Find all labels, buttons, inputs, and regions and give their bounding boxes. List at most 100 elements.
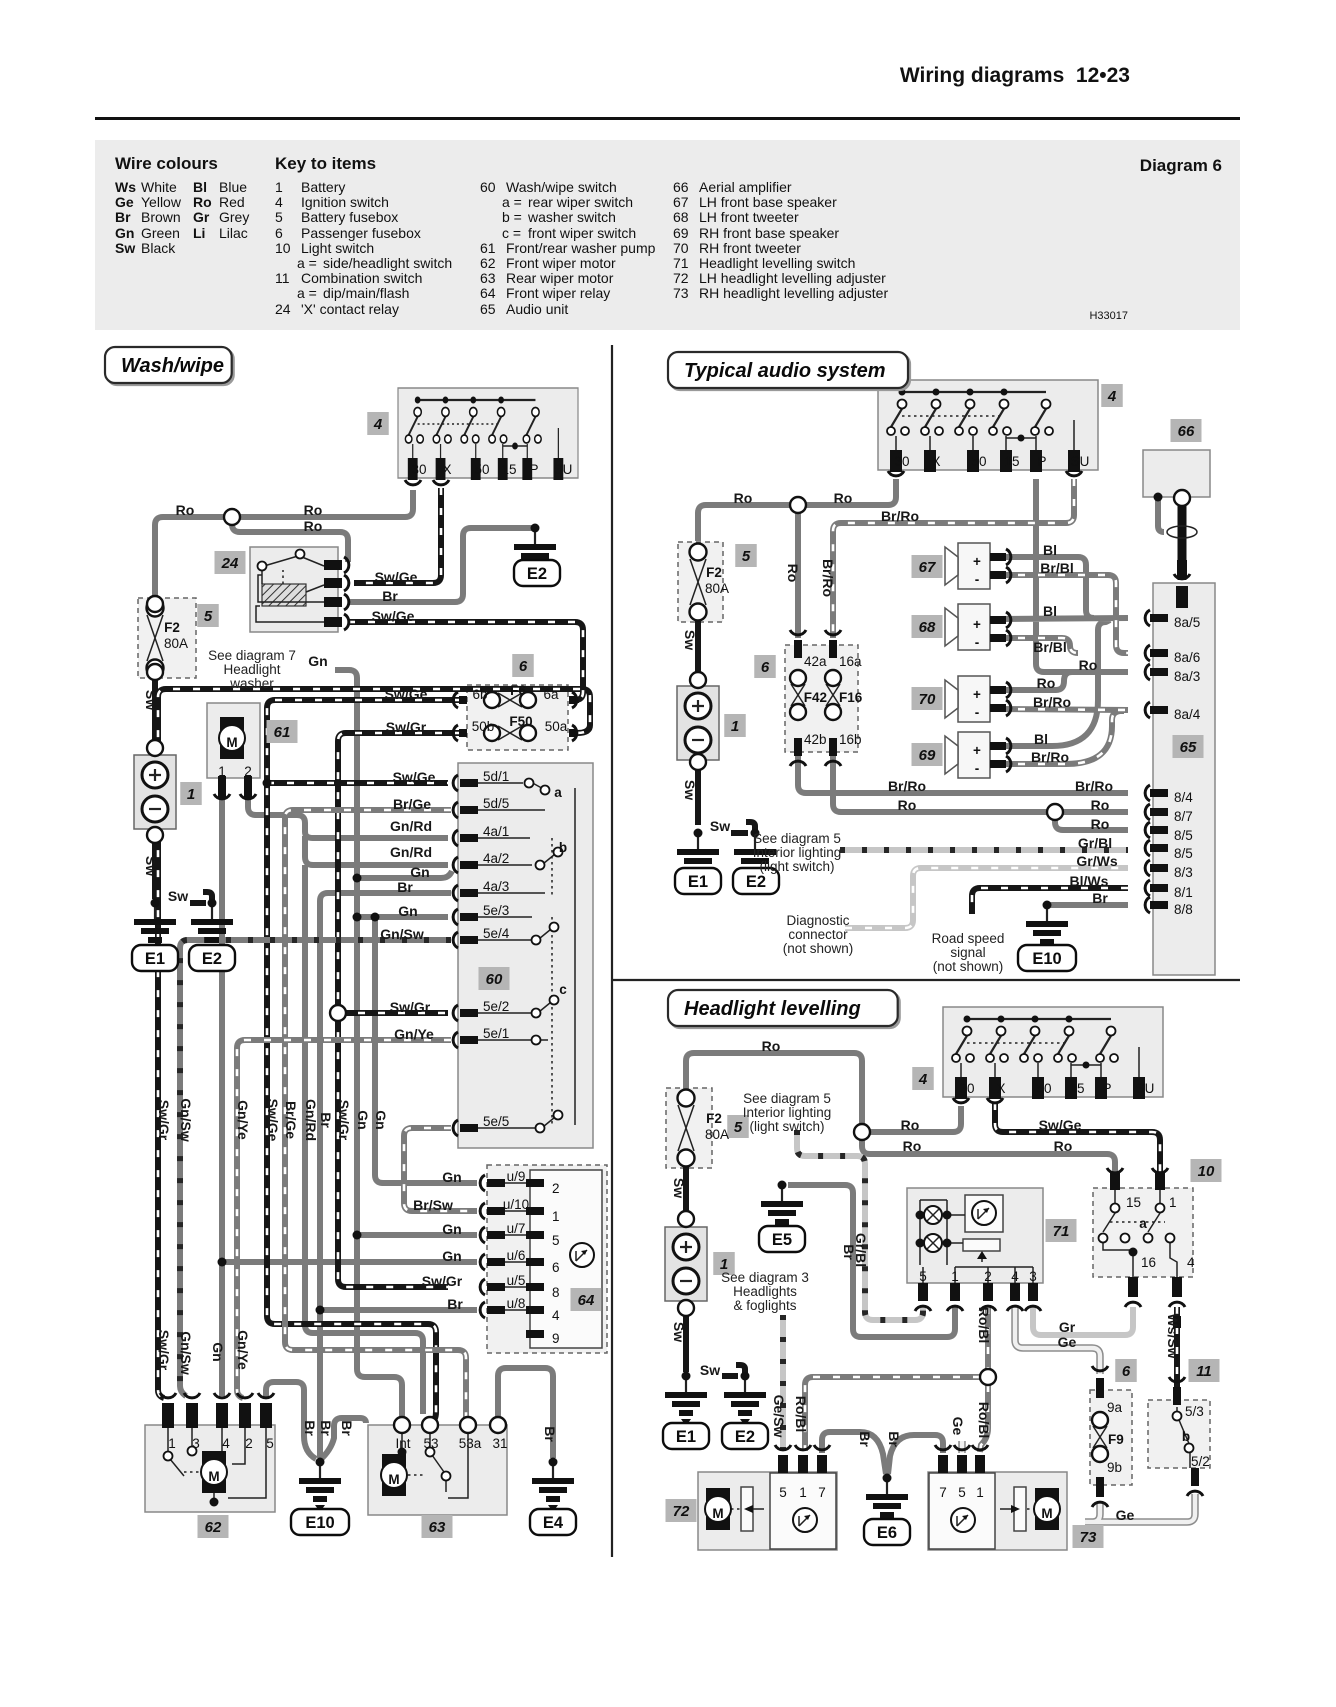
junction-dot <box>942 1210 952 1220</box>
component-tag: 5 <box>734 1119 743 1136</box>
pin-label: 6b <box>472 687 487 702</box>
wire-label: Sw/Ge <box>372 608 415 624</box>
connector-circle <box>145 738 165 758</box>
connector-pin <box>1150 789 1168 797</box>
connector-pin <box>1155 1172 1165 1190</box>
pin-label: Int <box>395 1436 410 1451</box>
contact-circle <box>530 934 542 946</box>
adjuster-72-transistor <box>792 1507 818 1533</box>
wire-label: Ro <box>734 490 753 506</box>
note-label: Headlights <box>733 1284 797 1299</box>
connector-arc <box>431 478 451 487</box>
wire-label: Ro/Bl <box>976 1402 992 1439</box>
note-label: Diagnostic <box>786 913 849 928</box>
component-tag-box <box>214 551 246 574</box>
pin-label: X <box>996 1081 1005 1096</box>
component-tag-box <box>665 1499 697 1522</box>
wire-label: Ge <box>1058 1334 1077 1350</box>
pin-label: 16 <box>1141 1255 1156 1270</box>
connector-pin <box>569 696 577 704</box>
pin-label: 1 <box>799 1485 807 1500</box>
connector-pin <box>460 913 478 921</box>
key-item-label: Light switch <box>301 239 375 256</box>
wire-label: Sw <box>671 1178 687 1198</box>
component-tag: 63 <box>429 1519 446 1536</box>
key-item-number: 70 <box>673 239 689 256</box>
wire-label: Br/Ro <box>1075 778 1113 794</box>
pin-label: 5e/1 <box>483 1026 509 1041</box>
wire-label: Sw <box>700 1362 720 1378</box>
wire-colour-name: Black <box>141 239 176 256</box>
pin-label: 42a <box>804 654 827 669</box>
connector-circle <box>978 1367 998 1387</box>
wire-label: Gr/Bl <box>853 1233 869 1267</box>
connector-pin <box>990 704 1006 712</box>
pin-label: 8/7 <box>1174 809 1193 824</box>
pin-label: 8/5 <box>1174 828 1193 843</box>
key-item-number: 4 <box>275 194 283 211</box>
pin-label: 5 <box>552 1233 560 1248</box>
pin-label: + <box>973 687 981 702</box>
component-tag: 4 <box>918 1071 928 1088</box>
junction-dot <box>681 1371 691 1381</box>
connector-pin <box>1150 614 1168 622</box>
key-item-number: 65 <box>480 300 496 317</box>
connector-circle <box>688 670 708 690</box>
note-label: Interior lighting <box>743 1105 832 1120</box>
wire-colour-name: Grey <box>219 209 250 226</box>
relay-64-transistor <box>569 1242 595 1268</box>
section-title-box <box>666 350 910 390</box>
pin-label: 2 <box>244 764 252 779</box>
connector-pin <box>526 1330 544 1338</box>
connector-pin <box>1177 560 1187 578</box>
contact-circle <box>548 994 560 1006</box>
wire-label: Br/Ge <box>283 1101 299 1139</box>
connector-pin <box>1150 884 1168 892</box>
wire-label: Br <box>542 1426 558 1442</box>
key-item: a =side/headlight switch <box>275 255 452 271</box>
connector-circle <box>676 1298 696 1318</box>
wire-label: Gn <box>373 1110 389 1129</box>
pin-label: F50 <box>509 714 532 729</box>
component-tag-box <box>266 720 298 743</box>
pin-label: u/6 <box>507 1248 526 1263</box>
key-item-number: 1 <box>275 179 283 195</box>
connector-pin <box>460 1009 478 1017</box>
contact-circle <box>534 1122 546 1134</box>
key-item: a =rear wiper switch <box>480 195 655 210</box>
wire-label: Bl <box>1043 603 1057 619</box>
ground-label: E2 <box>746 873 766 891</box>
wire-label: Gn/Sw <box>380 926 424 942</box>
connector-pin <box>990 634 1006 642</box>
key-item-label: 'X' contact relay <box>301 300 399 317</box>
connector-arc <box>1143 802 1152 822</box>
pin-label: 15 <box>501 462 516 477</box>
pin-label: 7 <box>939 1485 947 1500</box>
pin-label: 8/4 <box>1174 790 1193 805</box>
wire-colour-name: Lilac <box>219 224 248 241</box>
pin-label: 4 <box>552 1308 560 1323</box>
component-tag-box <box>724 714 746 737</box>
wire-label: Ro <box>1054 1138 1073 1154</box>
connector-arc <box>1143 838 1152 858</box>
pin-label: F9 <box>1108 1432 1124 1447</box>
ground-label-box <box>512 558 562 588</box>
junction-dot <box>397 1447 407 1457</box>
connector-pin <box>460 779 478 787</box>
legend-box: Wire colours Key to items Diagram 6 H330… <box>95 140 1240 330</box>
pin-label: 9b <box>1107 1460 1122 1475</box>
wire-tick-overlay <box>959 1307 1198 1525</box>
pin-label: 4 <box>222 1436 230 1451</box>
pin-label: a <box>554 785 562 800</box>
wire-label: Gr/Ws <box>1076 853 1117 869</box>
pin-label: 30 <box>894 454 909 469</box>
pin-label: 16a <box>839 654 862 669</box>
key-item-number: 5 <box>275 209 283 226</box>
component-tag-box <box>1170 419 1202 442</box>
component-tag: 65 <box>1180 739 1197 756</box>
wire-colour-code: Ro <box>193 194 212 211</box>
wire-label: Gn <box>410 864 429 880</box>
